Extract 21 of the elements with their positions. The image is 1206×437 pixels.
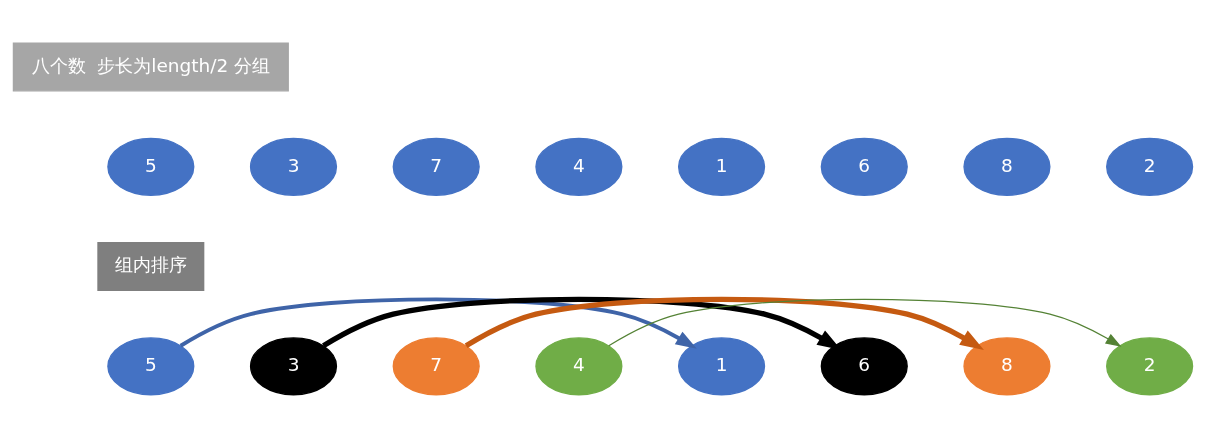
node-ellipse: 8 (963, 336, 1051, 395)
node-ellipse: 7 (392, 137, 480, 196)
node-ellipse: 4 (535, 336, 623, 395)
node-box: 八个数 步长为length/2 分组 (12, 42, 289, 91)
node-ellipse: 7 (392, 336, 480, 395)
node-ellipse: 1 (678, 336, 766, 395)
node-box: 组内排序 (97, 241, 205, 291)
node-ellipse: 4 (535, 137, 623, 196)
node-ellipse: 2 (1106, 336, 1194, 395)
node-ellipse: 5 (107, 137, 195, 196)
arrow (179, 296, 697, 349)
arrow (608, 298, 1122, 347)
node-ellipse: 2 (1106, 137, 1194, 196)
node-ellipse: 5 (107, 336, 195, 395)
node-ellipse: 1 (678, 137, 766, 196)
node-ellipse: 3 (249, 336, 338, 395)
node-ellipse: 6 (820, 137, 908, 196)
node-ellipse: 6 (820, 336, 908, 395)
arrow (464, 296, 984, 350)
node-ellipse: 3 (249, 137, 338, 196)
node-ellipse: 8 (963, 137, 1051, 196)
